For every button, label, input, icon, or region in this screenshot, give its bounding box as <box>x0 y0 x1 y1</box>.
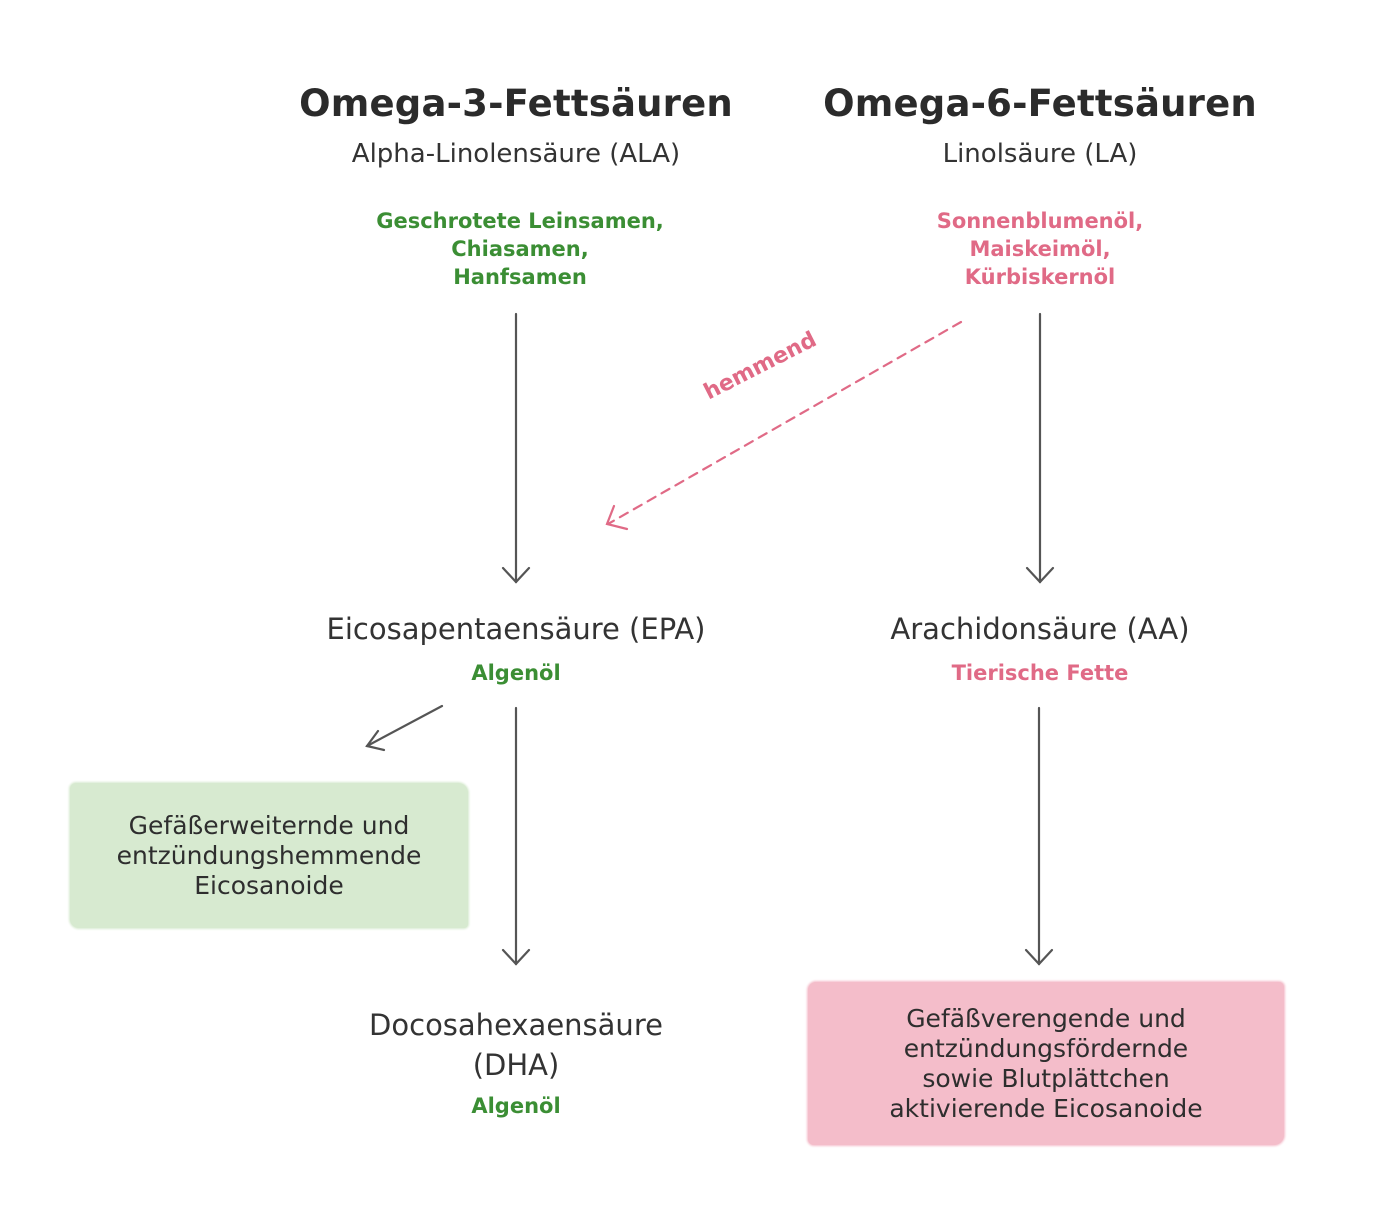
epa-name: Eicosapentaensäure (EPA) <box>326 612 706 646</box>
effect-line: Gefäßerweiternde und <box>128 810 410 840</box>
omega3-subtitle: Alpha-Linolensäure (ALA) <box>351 139 681 169</box>
arrow-epa-to-dha <box>501 706 531 966</box>
source-line: Hanfsamen <box>453 265 587 289</box>
effect-line: Eicosanoide <box>194 870 344 900</box>
effect-line: aktivierende Eicosanoide <box>889 1093 1203 1123</box>
dha-name-line: (DHA) <box>472 1048 560 1082</box>
arrow-ala-to-epa <box>501 312 531 584</box>
omega3-effect-box: Gefäßerweiternde und entzündungshemmende… <box>70 783 468 928</box>
effect-line: entzündungsfördernde <box>903 1033 1189 1063</box>
effect-line: sowie Blutplättchen <box>922 1063 1170 1093</box>
source-line: Chiasamen, <box>451 237 589 261</box>
omega3-sources: Geschrotete Leinsamen, Chiasamen, Hanfsa… <box>266 207 774 291</box>
inhibition-arrow <box>605 320 963 531</box>
source-line: Maiskeimöl, <box>969 237 1111 261</box>
effect-line: Gefäßverengende und <box>906 1003 1186 1033</box>
omega6-subtitle: Linolsäure (LA) <box>942 139 1138 169</box>
omega6-sources: Sonnenblumenöl, Maiskeimöl, Kürbiskernöl <box>790 207 1290 291</box>
source-line: Sonnenblumenöl, <box>936 209 1144 233</box>
aa-name: Arachidonsäure (AA) <box>890 612 1190 646</box>
arrow-epa-to-effect <box>365 704 444 752</box>
dha-name: Docosahexaensäure (DHA) <box>266 1005 766 1085</box>
arrow-la-to-aa <box>1025 312 1055 584</box>
effect-line: entzündungshemmende <box>116 840 422 870</box>
source-line: Geschrotete Leinsamen, <box>376 209 664 233</box>
omega3-title: Omega-3-Fettsäuren <box>299 82 733 125</box>
epa-source: Algenöl <box>471 661 561 685</box>
omega6-title: Omega-6-Fettsäuren <box>823 82 1257 125</box>
aa-source: Tierische Fette <box>951 661 1129 685</box>
dha-name-line: Docosahexaensäure <box>369 1008 663 1042</box>
arrow-aa-to-effect <box>1024 706 1054 966</box>
omega6-effect-box: Gefäßverengende und entzündungsfördernde… <box>808 982 1284 1145</box>
dha-source: Algenöl <box>471 1094 561 1118</box>
source-line: Kürbiskernöl <box>964 265 1116 289</box>
